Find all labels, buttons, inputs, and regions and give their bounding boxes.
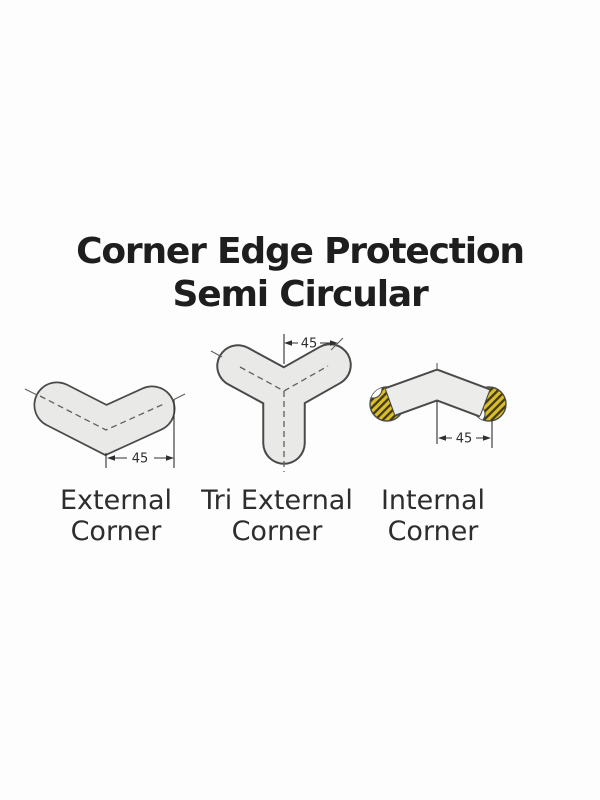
external-dimension-extensions [105, 400, 175, 468]
figure-label-external: External Corner [59, 485, 173, 547]
external-dimension-value: 45 [132, 452, 149, 467]
internal-cross-section-left-notch [370, 387, 383, 399]
figure-label-internal: Internal Corner [380, 485, 486, 547]
title-line2: Semi Circular [172, 274, 429, 315]
external-extension-right [172, 393, 186, 401]
title-line1: Corner Edge Protection [76, 231, 525, 272]
internal-cut-edge-left [384, 389, 396, 415]
tri-extension-right [330, 337, 344, 351]
external-centerline-dashed [39, 395, 167, 431]
tri-dimension-value: 45 [301, 337, 318, 352]
internal-dimension-value: 45 [456, 432, 473, 447]
internal-corner-diagram: 45 [369, 363, 507, 448]
tri-extension-left [210, 350, 223, 358]
external-dim-arrow-left [107, 455, 115, 461]
internal-dim-arrow-left [438, 435, 446, 441]
tri-dim-arrow-right [330, 340, 338, 346]
internal-dim-arrow-right [483, 435, 491, 441]
tri-dim-arrow-left [284, 340, 292, 346]
internal-dimension-extensions [436, 401, 493, 448]
internal-corner-body [385, 370, 490, 416]
figure-label-tri-external: Tri External Corner [201, 485, 353, 547]
external-corner-diagram: 45 [24, 381, 186, 468]
external-extension-left [24, 388, 38, 396]
external-dim-arrow-right [166, 455, 174, 461]
internal-cut-edge-right [479, 390, 491, 416]
page-title: Corner Edge Protection Semi Circular [0, 230, 600, 316]
external-corner-body [35, 383, 174, 455]
tri-external-corner-diagram: 45 [210, 334, 352, 472]
